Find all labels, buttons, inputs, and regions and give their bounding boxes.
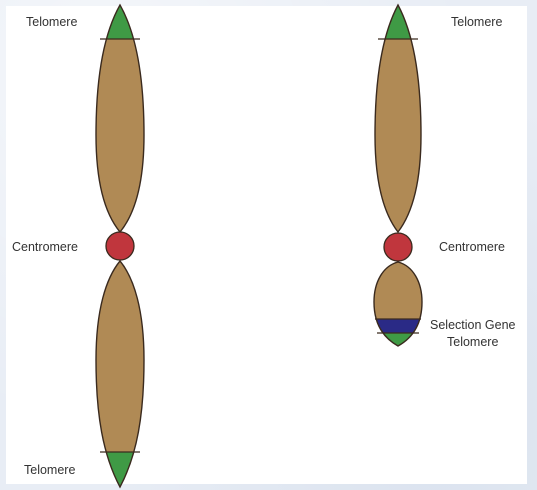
right-bottom-telomere-cap <box>368 333 428 353</box>
left-top-telomere-label: Telomere <box>26 15 77 29</box>
right-bottom-telomere-label: Telomere <box>447 335 498 349</box>
left-centromere-label: Centromere <box>12 240 78 254</box>
right-centromere-label: Centromere <box>439 240 505 254</box>
left-top-arm <box>90 0 150 232</box>
selection-gene-label: Selection Gene <box>430 318 516 332</box>
right-chromosome <box>368 0 428 353</box>
right-top-telomere-label: Telomere <box>451 15 502 29</box>
right-top-arm <box>368 0 428 232</box>
right-bottom-arm <box>368 262 428 353</box>
left-centromere-circle <box>106 232 134 260</box>
left-chromosome <box>90 0 150 490</box>
left-bottom-arm <box>90 261 150 490</box>
left-bottom-telomere-label: Telomere <box>24 463 75 477</box>
left-bottom-telomere-cap <box>90 452 150 490</box>
right-centromere-circle <box>384 233 412 261</box>
